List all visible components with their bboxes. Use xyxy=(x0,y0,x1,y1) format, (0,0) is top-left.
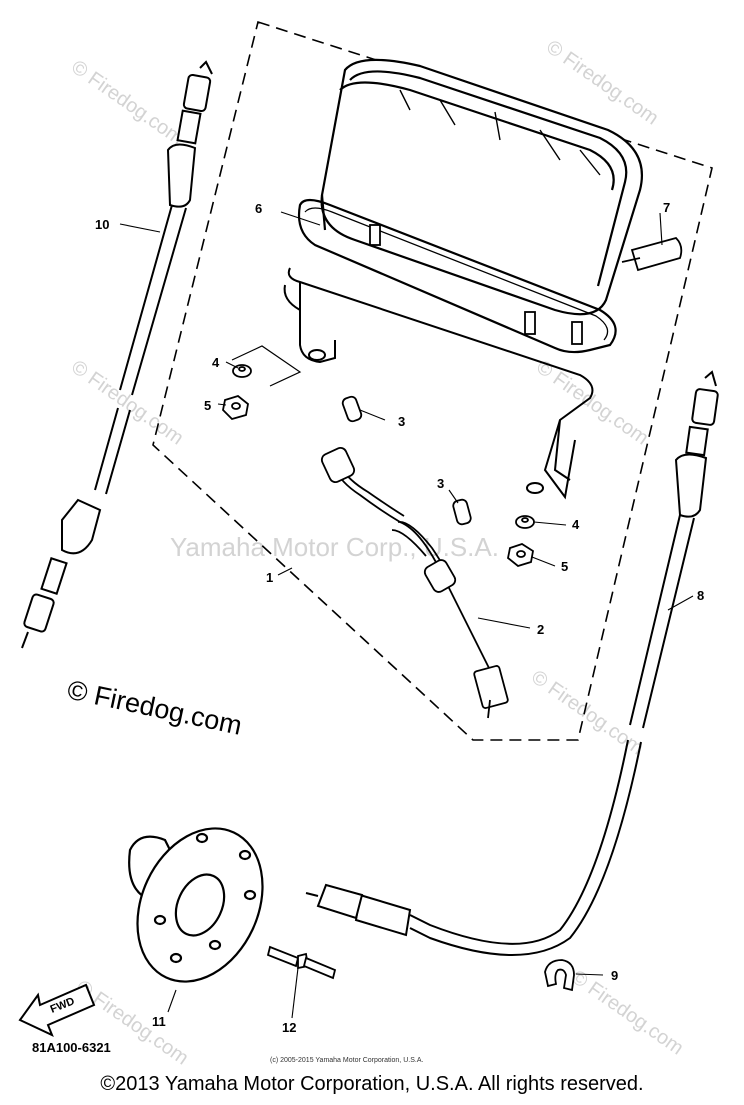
callout-leaders xyxy=(119,211,694,1019)
tachometer-cable xyxy=(21,60,213,649)
mount-guide-lines xyxy=(231,345,302,387)
callout-1: 1 xyxy=(266,570,273,585)
meter-housing xyxy=(320,58,644,316)
callout-5-left: 5 xyxy=(204,398,211,413)
gasket-ring xyxy=(297,198,617,354)
speedometer-gear-unit xyxy=(128,827,264,983)
watermark-firedog-1: © Firedog.com xyxy=(67,56,187,149)
watermark-firedog-7: © Firedog.com xyxy=(567,966,687,1059)
cable-clamp xyxy=(544,959,575,992)
speedometer-cable xyxy=(305,370,719,956)
watermark-firedog-main: © Firedog.com xyxy=(65,675,245,741)
callout-4-left: 4 xyxy=(212,355,220,370)
drive-shaft xyxy=(266,945,337,980)
washer-left xyxy=(232,364,252,378)
callout-11: 11 xyxy=(152,1014,166,1029)
callout-3-upper: 3 xyxy=(398,414,405,429)
callout-10: 10 xyxy=(95,217,109,232)
fwd-arrow: FWD xyxy=(18,983,96,1037)
nut-right xyxy=(507,543,534,568)
callout-4-right: 4 xyxy=(572,517,580,532)
mounting-studs xyxy=(369,224,583,345)
wire-harness xyxy=(320,446,509,719)
watermark-firedog-3: © Firedog.com xyxy=(67,356,187,449)
callout-9: 9 xyxy=(611,968,618,983)
callout-6: 6 xyxy=(255,201,262,216)
watermark-firedog-6: © Firedog.com xyxy=(72,976,192,1069)
meter-bracket xyxy=(283,267,594,500)
diagram-part-code: 81A100-6321 xyxy=(32,1040,111,1055)
nut-left xyxy=(222,394,249,421)
parts-diagram: © Firedog.com © Firedog.com © Firedog.co… xyxy=(18,20,719,1069)
callout-3-lower: 3 xyxy=(437,476,444,491)
gasket-inner xyxy=(304,207,609,341)
assembly-outline-dashed xyxy=(152,20,713,741)
callout-7: 7 xyxy=(663,200,670,215)
bulb-upper xyxy=(341,395,363,423)
callout-2: 2 xyxy=(537,622,544,637)
reset-knob xyxy=(621,236,683,272)
watermark-firedog-5: © Firedog.com xyxy=(527,666,647,759)
footer-copyright: ©2013 Yamaha Motor Corporation, U.S.A. A… xyxy=(100,1073,644,1095)
watermark-firedog-4: © Firedog.com xyxy=(532,356,652,449)
small-copyright: (c) 2005-2015 Yamaha Motor Corporation, … xyxy=(270,1057,423,1064)
watermark-yamaha: Yamaha Motor Corp., U.S.A. xyxy=(170,532,499,562)
callout-8: 8 xyxy=(697,588,704,603)
callout-12: 12 xyxy=(282,1020,296,1035)
callout-5-right: 5 xyxy=(561,559,568,574)
bulb-lower xyxy=(452,498,472,526)
washer-right xyxy=(515,515,535,529)
